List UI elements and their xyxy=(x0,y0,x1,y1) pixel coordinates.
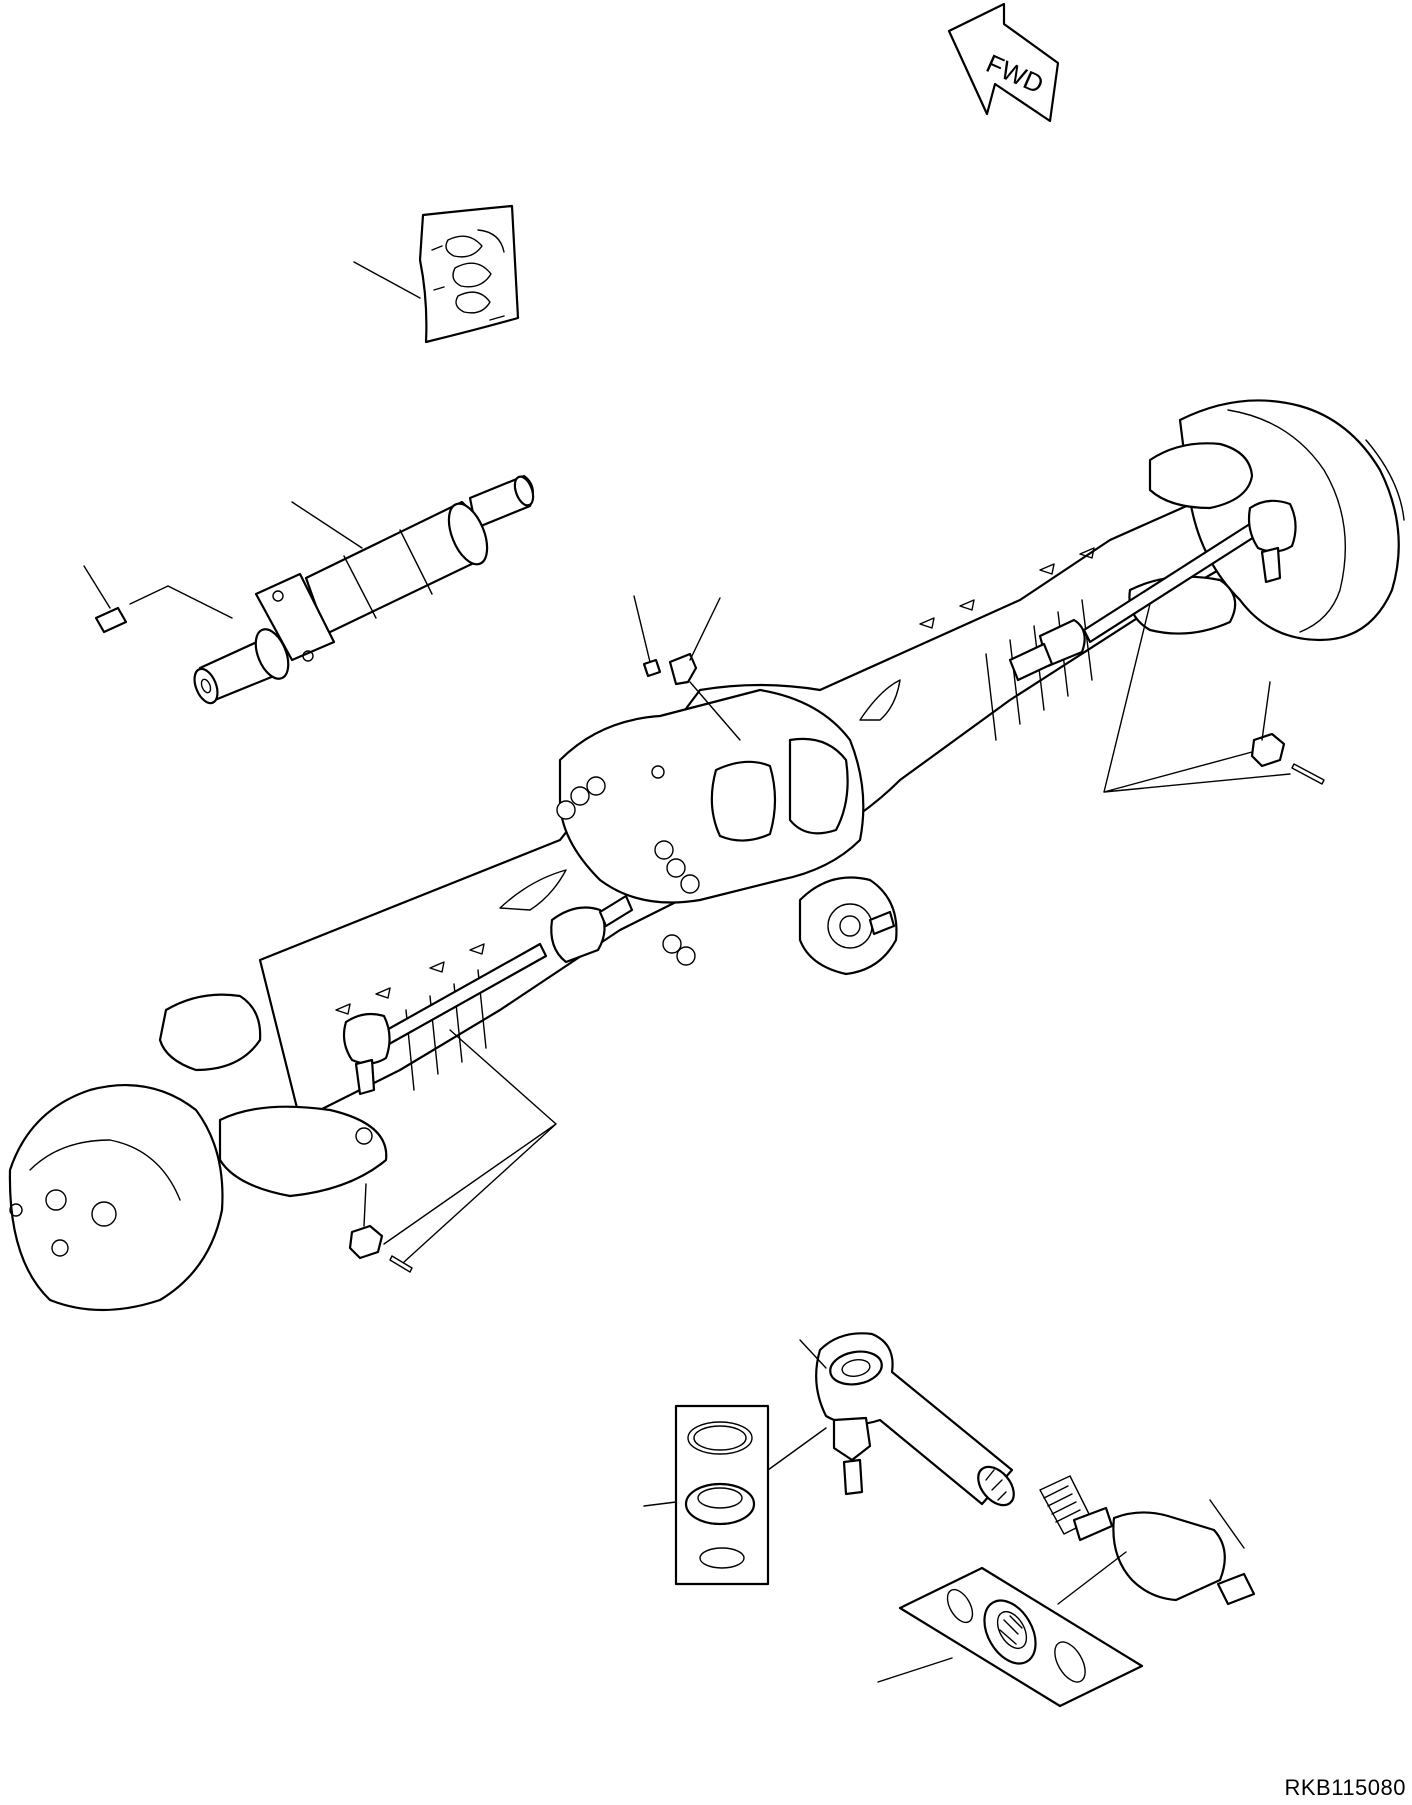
leader-seal-box-right-link xyxy=(1057,1551,1127,1605)
leader-seal-box-left-link xyxy=(767,1427,827,1471)
fwd-arrow: FWD xyxy=(947,2,1060,123)
seal-kit-box-right xyxy=(898,1566,1144,1708)
front-axle-housing xyxy=(8,399,1405,1312)
leader-seal-box-right xyxy=(877,1657,953,1683)
breather-fitting xyxy=(642,652,698,686)
leader-right-tierod xyxy=(1103,603,1291,793)
cylinder-mount-bolt xyxy=(94,606,128,634)
leader-breather-3 xyxy=(689,681,741,741)
leader-left-kingpin xyxy=(363,1183,367,1227)
leader-seal-box-left xyxy=(643,1501,677,1507)
leader-breather-2 xyxy=(689,597,721,661)
tie-rod-ball-joint xyxy=(815,1332,1256,1606)
left-tie-rod xyxy=(342,894,634,1096)
leader-seal-kit xyxy=(353,261,421,299)
seal-kit-bag xyxy=(418,204,520,344)
leader-ball-joint xyxy=(799,1339,827,1369)
leader-steering-cylinder xyxy=(291,501,363,549)
seal-kit-box-left xyxy=(674,1404,770,1586)
right-tie-rod xyxy=(1008,499,1297,682)
leader-left-tierod xyxy=(383,1029,557,1263)
left-castle-nut xyxy=(348,1224,413,1273)
leader-right-kingpin xyxy=(1261,681,1271,741)
steering-cylinder xyxy=(193,474,535,705)
drawing-code: RKB115080 xyxy=(1284,1775,1406,1800)
leader-bolt-end xyxy=(1209,1499,1245,1549)
leader-cylinder-bolt xyxy=(83,565,233,619)
right-castle-nut xyxy=(1250,732,1325,785)
leader-breather-1 xyxy=(633,595,651,663)
